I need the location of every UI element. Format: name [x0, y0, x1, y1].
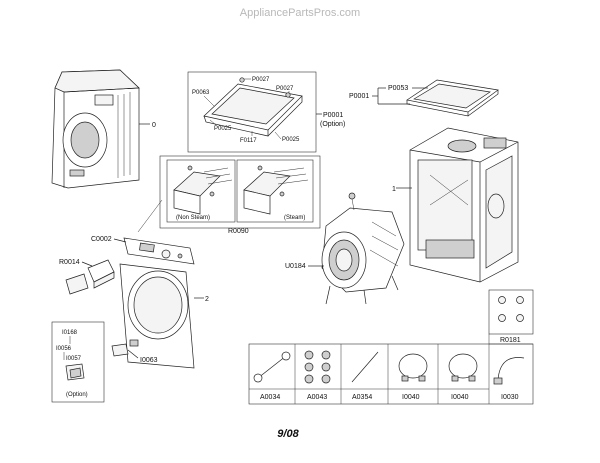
label-f0117: F0117	[240, 138, 257, 144]
r0090-group-box	[159, 155, 321, 229]
leader-line	[274, 131, 282, 140]
label-a0034: A0034	[260, 394, 280, 401]
label-c0002: C0002	[91, 236, 112, 243]
label-right-p0053: P0053	[388, 85, 408, 92]
accessories-table	[248, 289, 534, 405]
label-i0040-a: I0040	[402, 394, 420, 401]
label-p0025-a: P0025	[214, 126, 232, 132]
cabinet-frame-illustration	[409, 127, 519, 283]
drum-tub-illustration	[321, 192, 405, 305]
label-non-steam: (Non Steam)	[176, 215, 210, 221]
label-u0184: U0184	[285, 263, 306, 270]
top-cover-illustration	[203, 77, 303, 137]
leader-line	[209, 119, 217, 126]
accessories-row-box	[248, 343, 534, 405]
leader-line	[127, 349, 139, 359]
label-p0025-b: P0025	[282, 137, 300, 143]
steam-subbox	[236, 159, 314, 223]
leader-line	[81, 261, 93, 267]
watermark: AppliancePartsPros.com	[240, 7, 360, 19]
leader-line	[137, 199, 163, 233]
control-panel-illustration	[123, 237, 195, 265]
label-a0043: A0043	[307, 394, 327, 401]
label-i0030: I0030	[501, 394, 519, 401]
label-i0168: I0168	[62, 330, 78, 336]
steam-assembly-illustration	[243, 165, 309, 215]
label-top-option: (Option)	[320, 121, 345, 128]
label-p0027-b: P0027	[276, 86, 294, 92]
label-p0027-a: P0027	[252, 77, 270, 83]
label-dryer-cabinet: 0	[152, 122, 156, 129]
dryer-cabinet-illustration	[51, 69, 140, 189]
screw-set-illustration	[498, 296, 524, 322]
label-r0181: R0181	[500, 337, 521, 344]
leader-line	[203, 95, 215, 107]
label-i0056: I0056	[56, 346, 72, 352]
label-i0057: I0057	[66, 356, 82, 362]
label-cabinet-frame: 1	[392, 186, 396, 193]
cap-part-illustration	[111, 343, 129, 357]
label-right-p0001: P0001	[349, 93, 369, 100]
label-top-p0001: P0001	[323, 112, 343, 119]
non-steam-subbox	[166, 159, 236, 223]
r0181-top-cell	[488, 289, 534, 335]
hose-b-illustration	[448, 353, 478, 382]
label-r0090: R0090	[228, 228, 249, 235]
option-group-box	[51, 321, 105, 403]
label-a0354: A0354	[352, 394, 372, 401]
label-steam: (Steam)	[284, 215, 305, 221]
caps-illustration	[304, 350, 331, 384]
label-p0063: P0063	[192, 90, 210, 96]
label-i0063: I0063	[140, 357, 158, 364]
front-panel-door-illustration	[119, 263, 195, 369]
label-i0040-b: I0040	[451, 394, 469, 401]
option-parts-illustration	[65, 363, 85, 381]
page-number: 9/08	[277, 428, 299, 440]
tube-illustration	[351, 351, 379, 383]
right-top-panel-illustration	[406, 79, 499, 117]
wrench-illustration	[253, 351, 291, 383]
leader-line	[113, 238, 127, 243]
hose-guide-illustration	[493, 357, 525, 385]
hose-a-illustration	[398, 353, 428, 382]
label-opt-option: (Option)	[66, 392, 88, 398]
non-steam-assembly-illustration	[173, 165, 233, 215]
label-r0014: R0014	[59, 259, 80, 266]
top-cover-group-box	[187, 71, 317, 153]
label-door: 2	[205, 296, 209, 303]
detergent-drawer-illustration	[65, 259, 115, 295]
